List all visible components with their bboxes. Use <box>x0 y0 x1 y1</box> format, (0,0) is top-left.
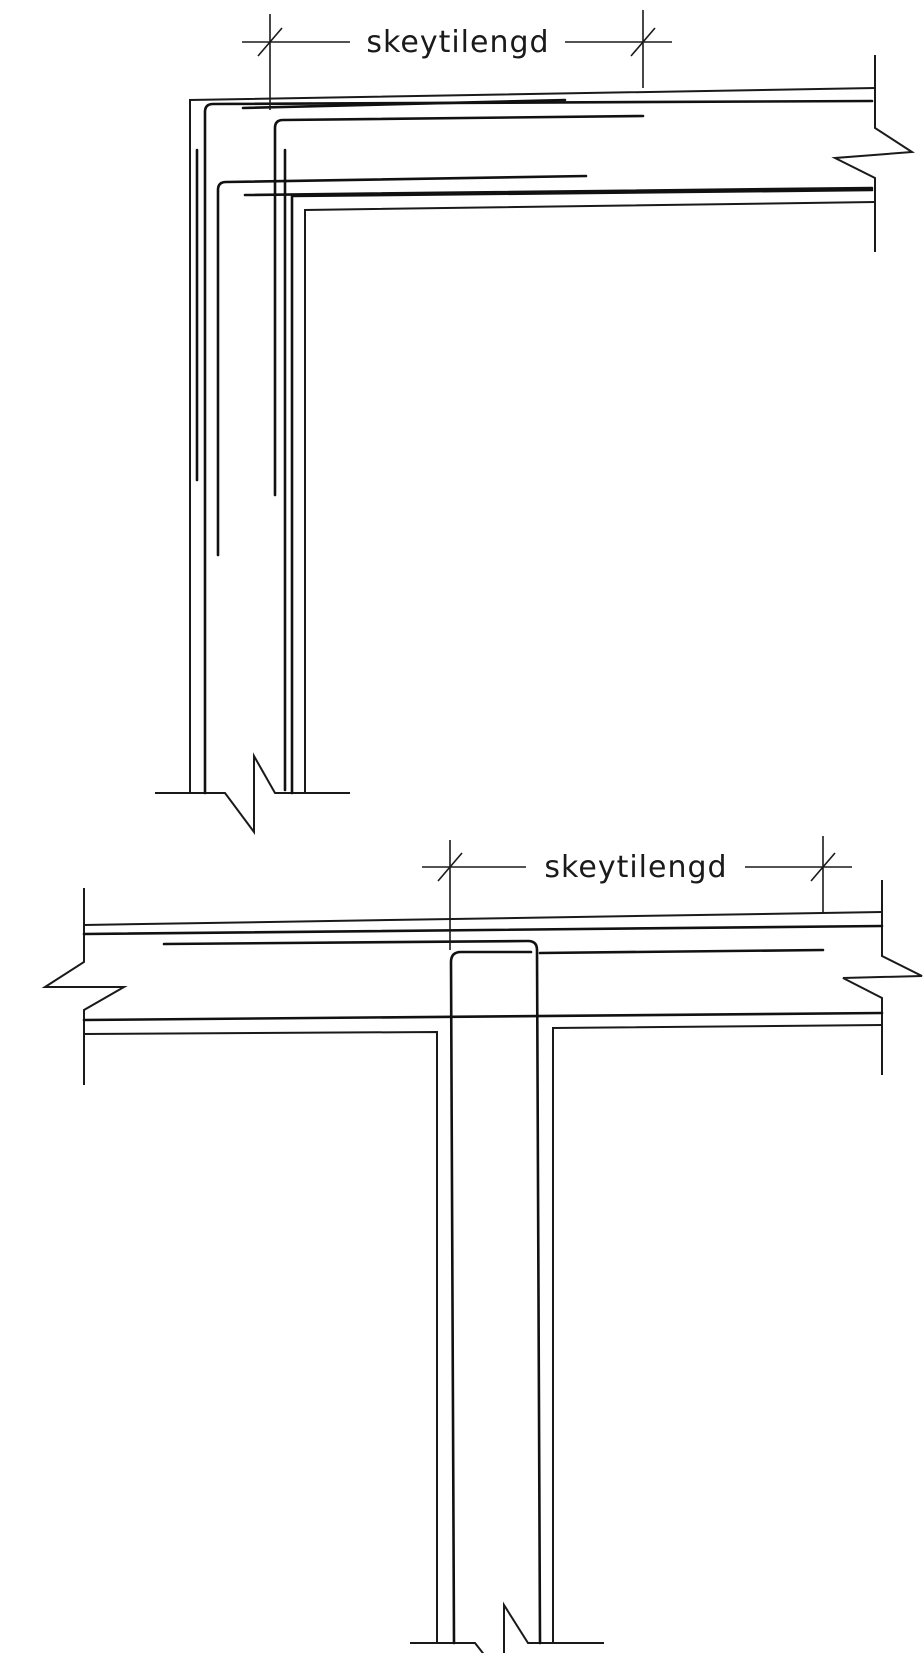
corner-splice-bar-3 <box>216 174 588 557</box>
t-slab-bottom-right <box>552 1024 883 1643</box>
t-slab-top-edge <box>83 911 883 926</box>
t-dimension: skeytilengd <box>422 836 852 950</box>
corner-dimension: skeytilengd <box>242 10 672 110</box>
corner-break-right <box>831 55 916 252</box>
corner-dim-label: skeytilengd <box>366 25 549 60</box>
t-joint-diagram: skeytilengd <box>41 836 923 1653</box>
corner-dim-tick-left <box>257 27 283 57</box>
t-break-left <box>41 888 128 1085</box>
corner-joint-diagram: skeytilengd <box>155 10 916 836</box>
t-slab-bottom-rebar <box>82 1011 884 1022</box>
corner-dim-tick-right <box>630 27 656 57</box>
corner-outer-edge <box>189 87 876 793</box>
t-break-bottom <box>410 1601 604 1653</box>
corner-splice-bar-2 <box>273 114 645 497</box>
corner-inner-edge <box>304 201 876 793</box>
corner-break-bottom <box>155 752 350 836</box>
corner-outer-lbar <box>203 99 874 795</box>
t-slab-top-rebar <box>82 924 884 936</box>
corner-splice-bar-1 <box>241 98 567 110</box>
corner-inner-lbar <box>290 188 874 795</box>
t-dim-tick-left <box>437 852 463 882</box>
t-splice-bar-right <box>538 948 825 955</box>
t-dim-tick-right <box>810 852 836 882</box>
t-inverted-u-bar <box>162 939 542 1645</box>
corner-splice-bar-4 <box>243 186 874 197</box>
t-slab-bottom-left <box>83 1030 438 1643</box>
t-dim-label: skeytilengd <box>544 850 727 885</box>
t-wall-left-bar <box>449 950 533 1645</box>
t-break-right <box>842 880 923 1075</box>
